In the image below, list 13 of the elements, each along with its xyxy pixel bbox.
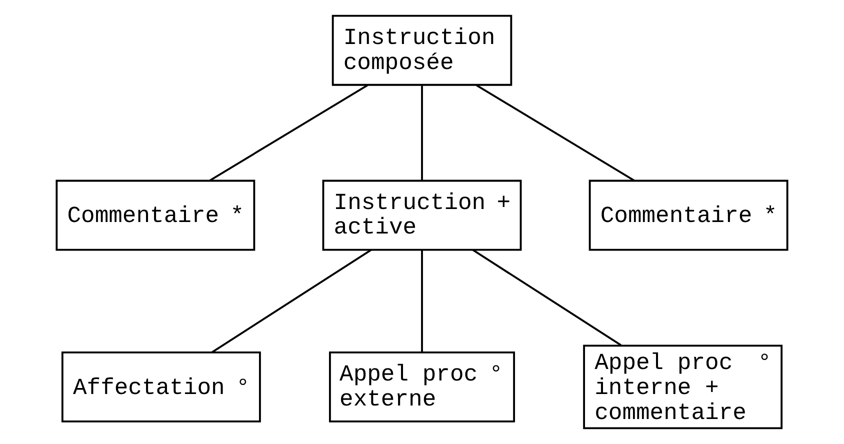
node-box: Instruction composée [332,14,512,86]
node-box: Instruction active + [322,180,522,251]
connector [421,250,423,352]
connector [211,249,372,354]
connector [209,84,368,182]
connector [472,249,622,346]
node-box: Commentaire * [588,180,788,251]
node-box: Affectation ° [61,351,261,422]
node-box: Appel proc interne + commentaire ° [583,344,783,430]
connector [421,86,423,181]
node-box: Commentaire * [56,180,256,251]
node-box: Appel proc externe ° [329,351,515,422]
connector [476,84,635,182]
